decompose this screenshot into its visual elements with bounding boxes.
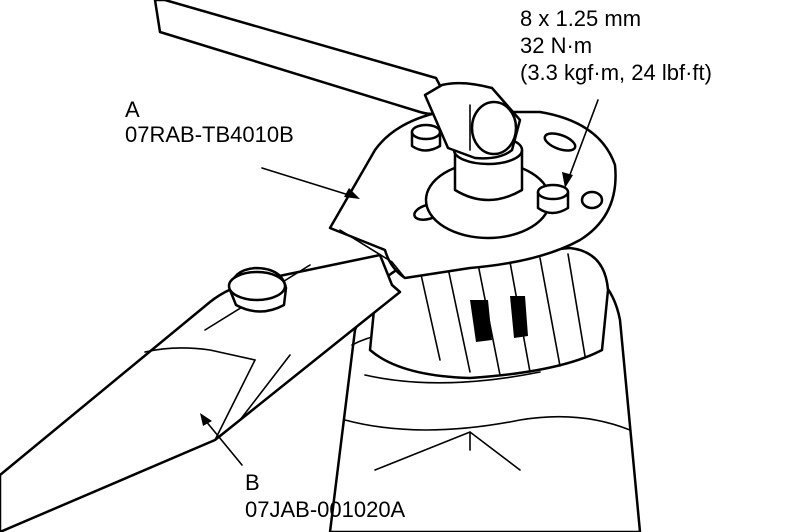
bolt-torque-alt-label: (3.3 kgf·m, 24 lbf·ft) <box>520 60 712 85</box>
callout-b-part-number: 07JAB-001020A <box>245 497 406 522</box>
leader-b <box>200 413 243 466</box>
callout-b-letter: B <box>245 470 260 495</box>
leader-bolt <box>562 99 599 188</box>
torque-wrench <box>153 0 522 160</box>
spring-seat <box>368 246 610 380</box>
bolt-size-label: 8 x 1.25 mm <box>520 6 641 31</box>
bolt-torque-nm-label: 32 N·m <box>520 33 592 58</box>
callout-a-letter: A <box>125 97 140 122</box>
callout-a-part-number: 07RAB-TB4010B <box>125 122 294 147</box>
leader-a <box>261 167 360 199</box>
bolt-right <box>536 183 570 215</box>
bolt-left <box>410 123 442 152</box>
